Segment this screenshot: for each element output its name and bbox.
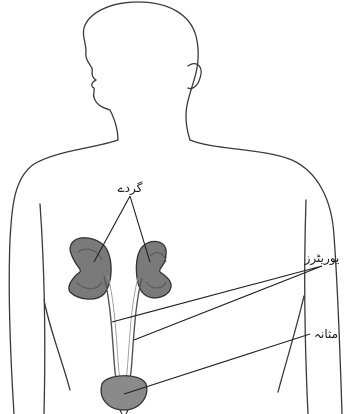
kidney-leader-left (94, 196, 130, 262)
ear-outline (188, 64, 201, 89)
label-bladder: مثانہ (314, 327, 338, 341)
ureters (104, 276, 142, 388)
left-kidney (69, 238, 111, 299)
label-kidneys: گردے (118, 181, 143, 196)
bladder-leader (124, 334, 310, 394)
waist-left (44, 300, 70, 390)
bladder (101, 376, 147, 414)
torso-right-outline (190, 140, 342, 414)
body-outline (9, 2, 342, 414)
head-outline (83, 2, 198, 140)
arm-right-inner (305, 200, 308, 414)
right-kidney (136, 241, 171, 297)
leader-lines (94, 196, 322, 394)
arm-left-inner (40, 204, 45, 414)
label-ureters: یوریٹرز (304, 251, 340, 266)
waist-right (278, 296, 304, 392)
